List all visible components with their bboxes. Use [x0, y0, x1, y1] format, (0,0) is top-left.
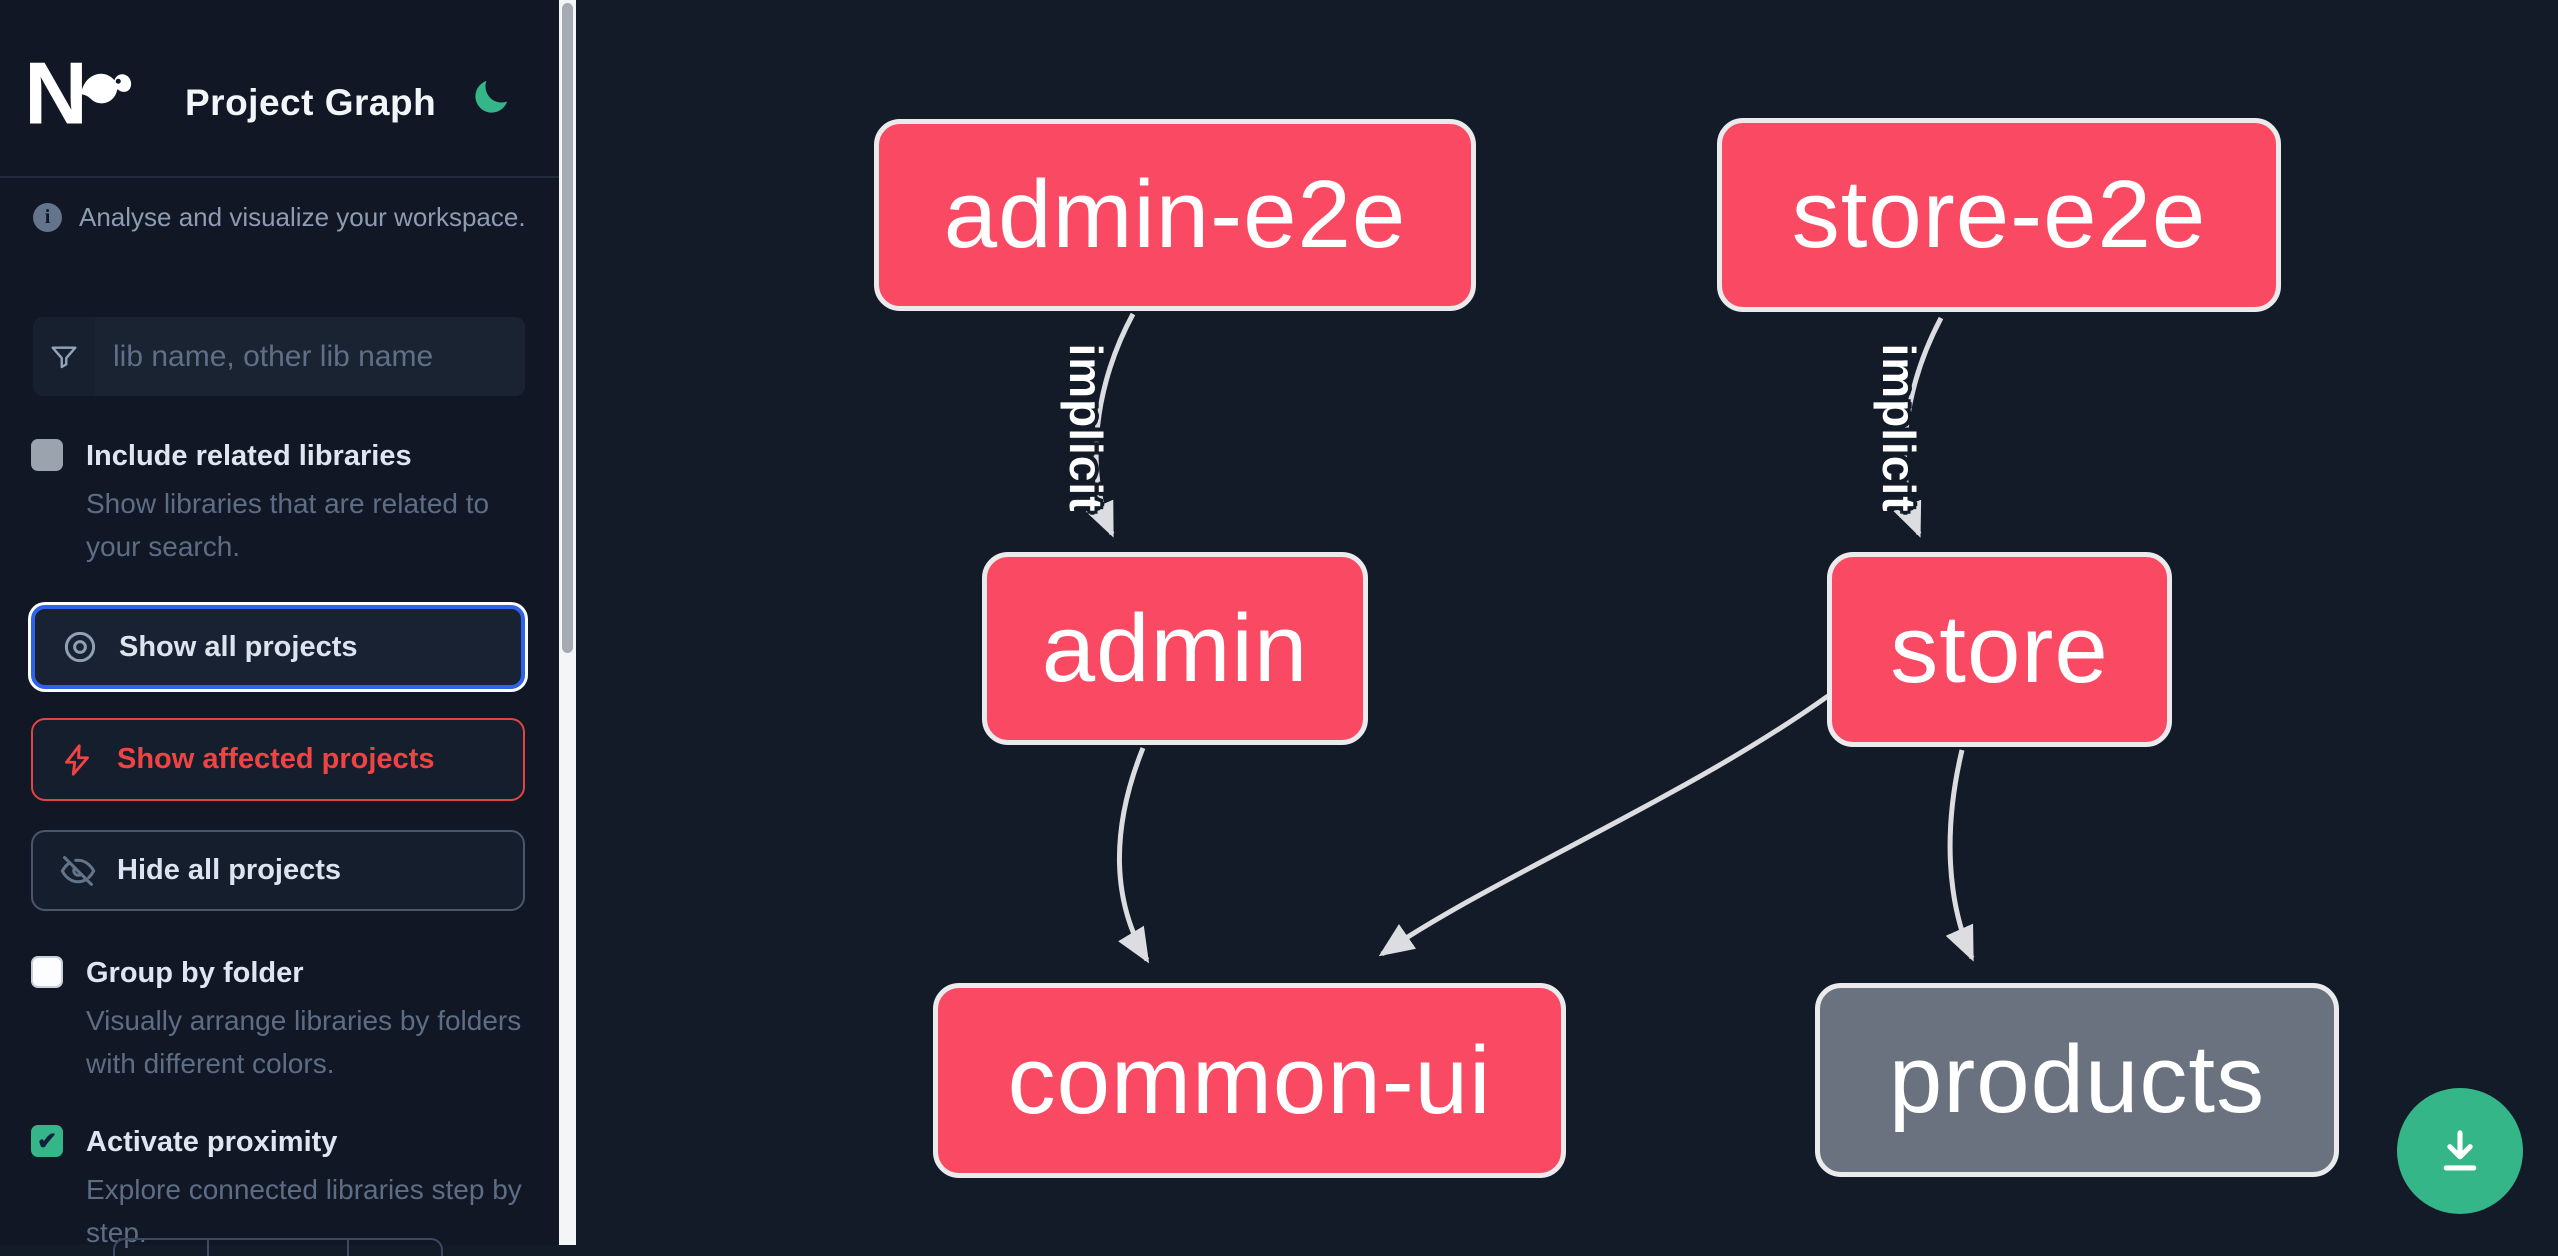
group-by-folder-checkbox[interactable] — [31, 956, 63, 988]
search-input[interactable] — [97, 317, 525, 396]
theme-toggle-button[interactable] — [470, 76, 512, 118]
eye-icon — [61, 628, 99, 666]
edge-label-implicit-admin: implicit — [1060, 343, 1112, 513]
include-related-label: Include related libraries — [86, 440, 412, 472]
show-all-projects-label: Show all projects — [119, 630, 358, 663]
group-by-folder-description: Visually arrange libraries by folders wi… — [86, 1005, 522, 1079]
group-by-folder-label: Group by folder — [86, 957, 304, 989]
eye-slash-icon — [59, 852, 97, 890]
stepper-segment-value[interactable] — [209, 1240, 349, 1256]
node-products[interactable]: products — [1815, 983, 2339, 1177]
sidebar-scrollbar-track[interactable] — [559, 0, 576, 1245]
moon-icon — [475, 80, 508, 113]
activate-proximity-description: Explore connected libraries step by step… — [86, 1174, 522, 1248]
node-store[interactable]: store — [1827, 552, 2172, 747]
node-common-ui[interactable]: common-ui — [933, 983, 1566, 1178]
page-title: Project Graph — [185, 82, 437, 123]
search-box — [33, 317, 525, 396]
nx-logo-icon: N — [24, 43, 132, 142]
show-all-projects-button[interactable]: Show all projects — [31, 605, 525, 689]
sidebar-scrollbar-thumb[interactable] — [562, 3, 573, 653]
node-admin[interactable]: admin — [982, 552, 1368, 745]
show-affected-projects-label: Show affected projects — [117, 743, 435, 775]
tagline-row: i Analyse and visualize your workspace. — [33, 202, 526, 233]
sidebar: N Project Graph i Analyse and visualize … — [0, 0, 559, 1256]
header-divider — [0, 176, 559, 178]
svg-text:N: N — [30, 58, 88, 130]
hide-all-projects-button[interactable]: Hide all projects — [31, 830, 525, 911]
download-icon — [2443, 1130, 2477, 1171]
include-related-checkbox[interactable] — [31, 439, 63, 471]
activate-proximity-checkbox[interactable] — [31, 1125, 63, 1157]
hide-all-projects-label: Hide all projects — [117, 854, 342, 886]
node-store-e2e[interactable]: store-e2e — [1717, 118, 2281, 312]
tagline-text: Analyse and visualize your workspace. — [79, 202, 526, 232]
include-related-description: Show libraries that are related to your … — [86, 488, 490, 562]
show-affected-projects-button[interactable]: Show affected projects — [31, 718, 525, 801]
funnel-icon — [33, 317, 97, 396]
download-image-button[interactable] — [2397, 1088, 2523, 1214]
proximity-stepper-control — [113, 1238, 443, 1256]
edge-label-implicit-store: implicit — [1873, 343, 1925, 513]
bolt-icon — [59, 741, 97, 779]
stepper-segment-increment[interactable] — [349, 1240, 441, 1256]
stepper-segment-decrement[interactable] — [115, 1240, 210, 1256]
activate-proximity-label: Activate proximity — [86, 1126, 338, 1158]
node-admin-e2e[interactable]: admin-e2e — [874, 119, 1476, 311]
info-icon: i — [33, 203, 62, 232]
